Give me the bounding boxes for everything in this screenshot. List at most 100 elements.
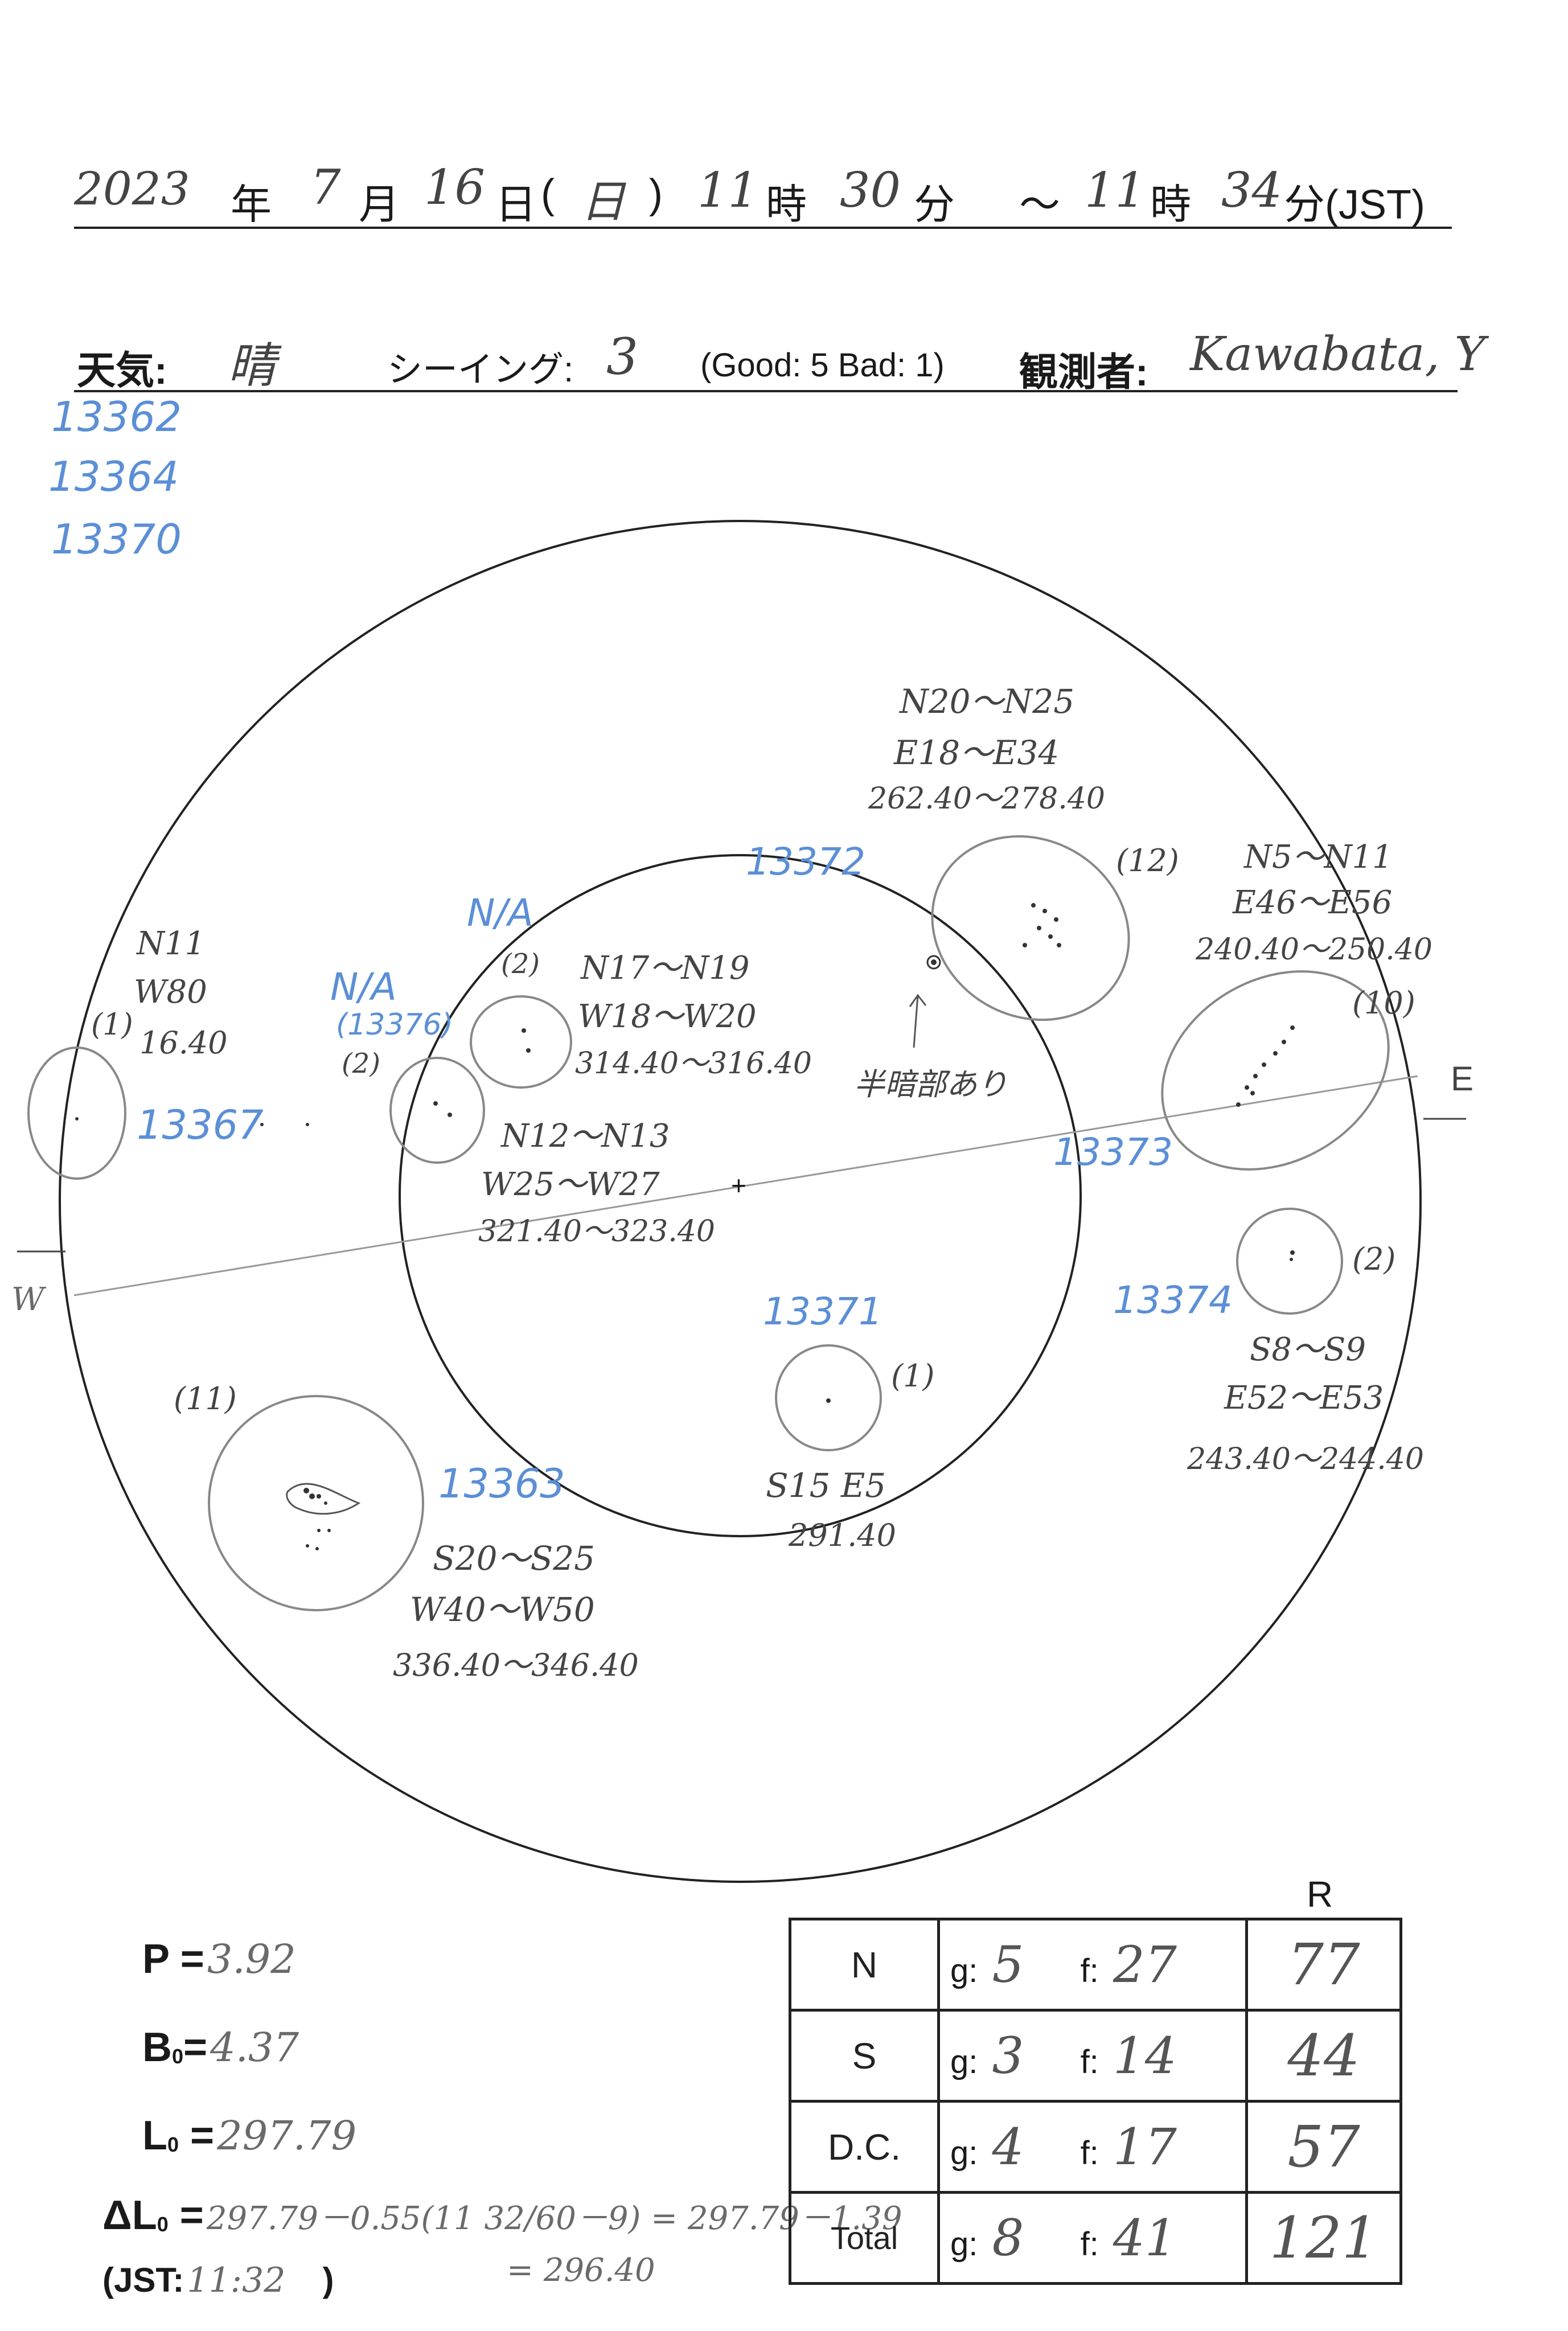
g-key: g: [950,2135,978,2172]
w-direction-label: W [11,1281,44,1318]
start-minute: 30 [840,162,901,218]
b-sub: 0 [172,2045,184,2069]
dl-formula: 297.79－0.55(11 32/60－9) = 297.79－1.39 [206,2200,902,2237]
inner-reference-circle [399,854,1082,1537]
r-value: 121 [1269,2205,1378,2271]
group-13371-carrington: 291.40 [789,1517,896,1553]
group-13373-lon: E46～E56 [1233,884,1393,921]
group-13367-lon: W80 [134,974,207,1011]
year-unit: 年 [231,182,272,228]
g-value: 3 [992,2026,1024,2085]
r-cell: 44 [1245,2009,1402,2103]
f-key: f: [1080,2226,1099,2263]
spot-group-na2-outline [389,1057,485,1164]
start-hour: 11 [697,162,758,218]
group-13363-count: (11) [174,1381,237,1417]
group-13374-noaa: 13374 [1113,1278,1233,1322]
group-13363-noaa: 13363 [438,1460,565,1507]
weekday-open: ( [541,171,555,217]
start-minute-unit: 分 [914,182,955,228]
table-row: S g: 3 f: 14 44 [789,2009,1402,2103]
weekday-value: 日 [581,177,626,228]
spot-group-13371-outline [775,1344,882,1451]
observer-value: Kawabata, Y [1190,327,1485,381]
weather-label: 天気: [77,349,167,392]
month-unit: 月 [359,182,400,228]
group-13363-lon: W40～W50 [410,1590,595,1629]
f-key: f: [1080,1952,1099,1989]
f-value: 41 [1113,2209,1177,2267]
r-cell: 57 [1245,2100,1402,2194]
l-eq: = [179,2113,215,2158]
f-value: 17 [1113,2117,1177,2176]
e-direction-label: E [1451,1060,1474,1098]
group-na2-noaa-sub: (13376) [336,1008,453,1042]
group-13373-lat: N5～N11 [1244,839,1393,876]
f-key: f: [1080,2043,1099,2080]
penumbra-note-arrow [909,994,927,1048]
r-column-header: R [1307,1874,1333,1915]
gf-cell: g: 8 f: 41 [937,2191,1248,2285]
group-13372-noaa: 13372 [746,840,865,884]
table-row: D.C. g: 4 f: 17 57 [789,2100,1402,2194]
observer-label: 観測者: [1019,351,1148,394]
spot-13363-sketch [286,1483,361,1515]
b-label: B [142,2025,172,2070]
spot-group-na1-outline [470,995,572,1089]
l-sub: 0 [167,2133,179,2157]
table-row: N g: 5 f: 27 77 [789,1918,1402,2012]
gf-cell: g: 3 f: 14 [937,2009,1248,2103]
weather-value: 晴 [228,338,276,393]
group-13367-carrington: 16.40 [139,1025,228,1061]
g-value: 4 [992,2117,1024,2176]
group-13372-lon: E18～E34 [894,733,1060,772]
p-value: 3.92 [207,1936,296,1983]
p-label: P = [142,1936,204,1982]
r-value: 44 [1287,2022,1360,2089]
equator-line [73,1075,1418,1296]
group-na1-carrington: 314.40～316.40 [575,1047,812,1081]
group-13363-lat: S20～S25 [433,1539,596,1578]
g-value: 5 [992,1935,1024,1994]
group-na1-lon: W18～W20 [578,998,757,1035]
year-value: 2023 [74,162,190,215]
group-13373-noaa: 13373 [1053,1130,1173,1174]
group-13373-carrington: 240.40～250.40 [1196,933,1432,967]
row-label: D.C. [789,2100,940,2194]
weekday-close: ) [649,171,663,217]
group-na2-lon: W25～W27 [481,1166,660,1203]
b0-angle: B0= 4.37 [142,2024,299,2071]
group-13367-lat: N11 [137,925,206,962]
f-key: f: [1080,2135,1099,2172]
dl-eq: = [168,2193,204,2238]
month-value: 7 [310,159,341,215]
group-13367-noaa: 13367 [137,1102,264,1148]
g-key: g: [950,2043,978,2080]
group-13372-count: (12) [1116,843,1179,879]
side-region-2: 13364 [48,453,179,500]
group-13371-position: S15 E5 [766,1466,886,1505]
spot-group-13363-outline [208,1395,424,1611]
b-value: 4.37 [210,2024,299,2071]
group-na2-carrington: 321.40～323.40 [478,1214,715,1249]
dl-label: ΔL [102,2193,157,2238]
side-region-3: 13370 [51,515,182,563]
end-minute: 34 [1221,162,1282,218]
group-na2-lat: N12～N13 [501,1118,670,1155]
r-cell: 121 [1245,2191,1402,2285]
group-13374-count: (2) [1352,1241,1396,1277]
seeing-value: 3 [606,327,638,386]
start-hour-unit: 時 [766,182,807,228]
g-key: g: [950,2226,978,2263]
group-na1-noaa: N/A [467,891,533,935]
group-13372-note: 半暗部あり [854,1066,1008,1102]
group-13371-count: (1) [891,1358,935,1394]
count-summary-table: N g: 5 f: 27 77 S g: 3 f: 14 44 D.C. g: … [789,1918,1402,2285]
gf-cell: g: 5 f: 27 [937,1918,1248,2012]
day-unit: 日 [495,182,537,228]
jst-label: (JST: [102,2261,184,2299]
solar-limb [59,520,1422,1883]
r-value: 77 [1287,1931,1360,1998]
row-label: N [789,1918,940,2012]
group-13371-noaa: 13371 [763,1290,882,1333]
